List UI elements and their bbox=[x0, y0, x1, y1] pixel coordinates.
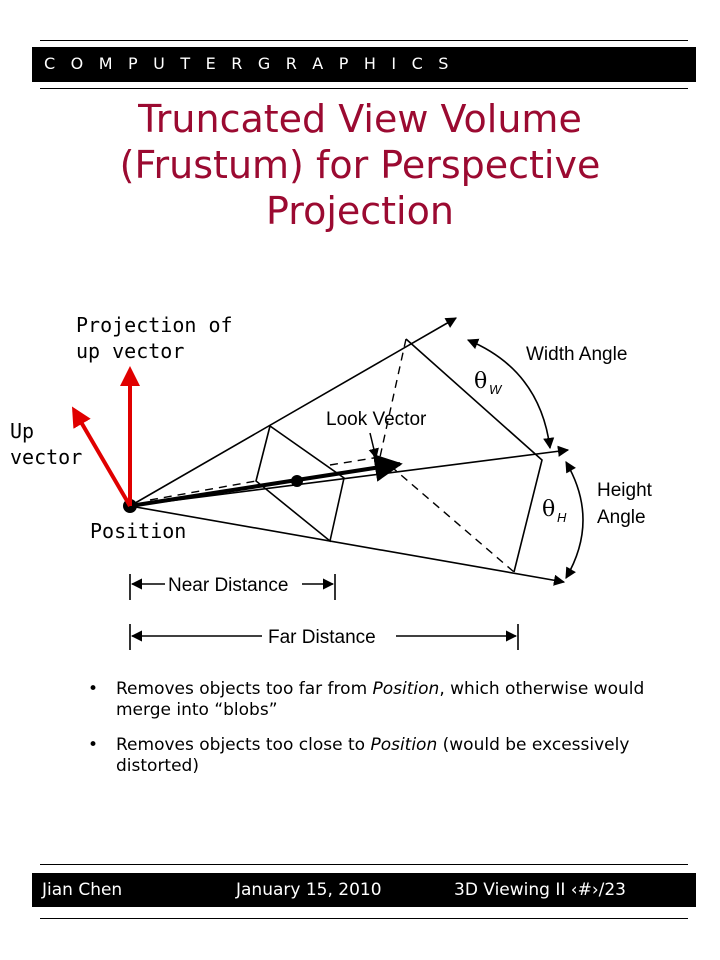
footer-author: Jian Chen bbox=[42, 880, 123, 900]
look-vector-pointer bbox=[368, 432, 379, 460]
slide-title: Truncated View Volume (Frustum) for Pers… bbox=[40, 96, 680, 234]
title-line-3: Projection bbox=[266, 189, 454, 233]
footer-top-rule bbox=[40, 864, 688, 865]
course-name: C O M P U T E R G R A P H I C S bbox=[44, 54, 454, 73]
width-angle-label: Width Angle bbox=[526, 344, 627, 365]
near-distance-label: Near Distance bbox=[168, 575, 288, 596]
far-distance-label: Far Distance bbox=[268, 627, 376, 648]
position-label: Position bbox=[90, 519, 187, 543]
title-line-2: (Frustum) for Perspective bbox=[119, 143, 601, 187]
footer-slide-info: 3D Viewing II ‹#›/23 bbox=[454, 880, 626, 900]
up-vector-arrow bbox=[71, 406, 132, 508]
height-angle-arc bbox=[565, 461, 584, 579]
look-vector-arrow bbox=[129, 454, 403, 508]
header-top-rule bbox=[40, 40, 688, 41]
bullet-list: • Removes objects too far from Position,… bbox=[88, 679, 678, 791]
bullet-item-1: • Removes objects too far from Position,… bbox=[88, 679, 645, 720]
width-angle-arc bbox=[466, 338, 555, 450]
theta-h-subscript: H bbox=[557, 510, 567, 525]
look-vector-label: Look Vector bbox=[326, 409, 427, 430]
header-bottom-rule bbox=[40, 88, 688, 89]
height-angle-label-2: Angle bbox=[597, 507, 646, 528]
footer-bottom-rule bbox=[40, 918, 688, 919]
near-plane bbox=[255, 425, 345, 543]
height-angle-label-1: Height bbox=[597, 480, 653, 501]
header-bar: C O M P U T E R G R A P H I C S bbox=[32, 47, 696, 82]
theta-w-subscript: W bbox=[489, 382, 503, 397]
theta-h-symbol: θ bbox=[542, 497, 555, 522]
bullet-dot: • bbox=[88, 735, 99, 755]
up-vector-label: Up vector bbox=[10, 419, 83, 469]
bullet-dot: • bbox=[88, 679, 99, 699]
top-edge-ray bbox=[129, 317, 457, 507]
footer-bar: Jian Chen January 15, 2010 3D Viewing II… bbox=[32, 873, 696, 907]
far-distance-bar bbox=[129, 624, 519, 650]
projection-of-up-vector-label: Projection of up vector bbox=[76, 313, 233, 363]
theta-w-symbol: θ bbox=[474, 369, 487, 394]
far-plane bbox=[405, 338, 543, 573]
title-line-1: Truncated View Volume bbox=[138, 97, 582, 141]
bottom-edge-ray bbox=[129, 505, 566, 586]
bullet-item-2: • Removes objects too close to Position … bbox=[88, 735, 630, 776]
footer-date: January 15, 2010 bbox=[236, 880, 382, 900]
hidden-edges bbox=[149, 338, 515, 573]
near-point-dot bbox=[291, 475, 303, 487]
near-distance-bar bbox=[129, 574, 336, 600]
